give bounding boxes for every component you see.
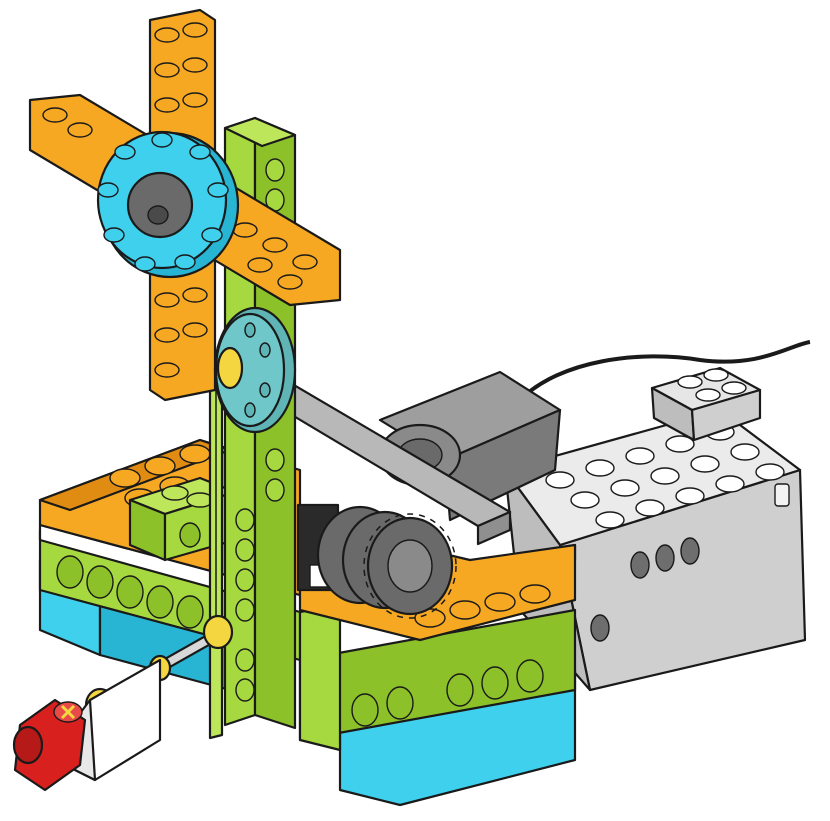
teal-pulley-wheel [213, 306, 297, 434]
hub-side-holes [590, 537, 700, 642]
cyan-round-plate [96, 130, 240, 279]
hub-connector-cable [518, 340, 811, 402]
hub-studs [545, 423, 785, 529]
base-studs [109, 444, 551, 628]
red-crank-handle [12, 698, 87, 792]
hub-button [774, 483, 790, 507]
white-connector [73, 658, 162, 782]
axle-hub [126, 171, 194, 239]
yellow-bushing-upper [202, 614, 234, 650]
hub-connector-brick [650, 366, 762, 442]
gear-stack [296, 503, 457, 619]
base-beam-holes [56, 555, 544, 727]
tower-beam-holes [235, 158, 285, 702]
base-structure [38, 438, 577, 807]
cross-studs [42, 22, 318, 378]
